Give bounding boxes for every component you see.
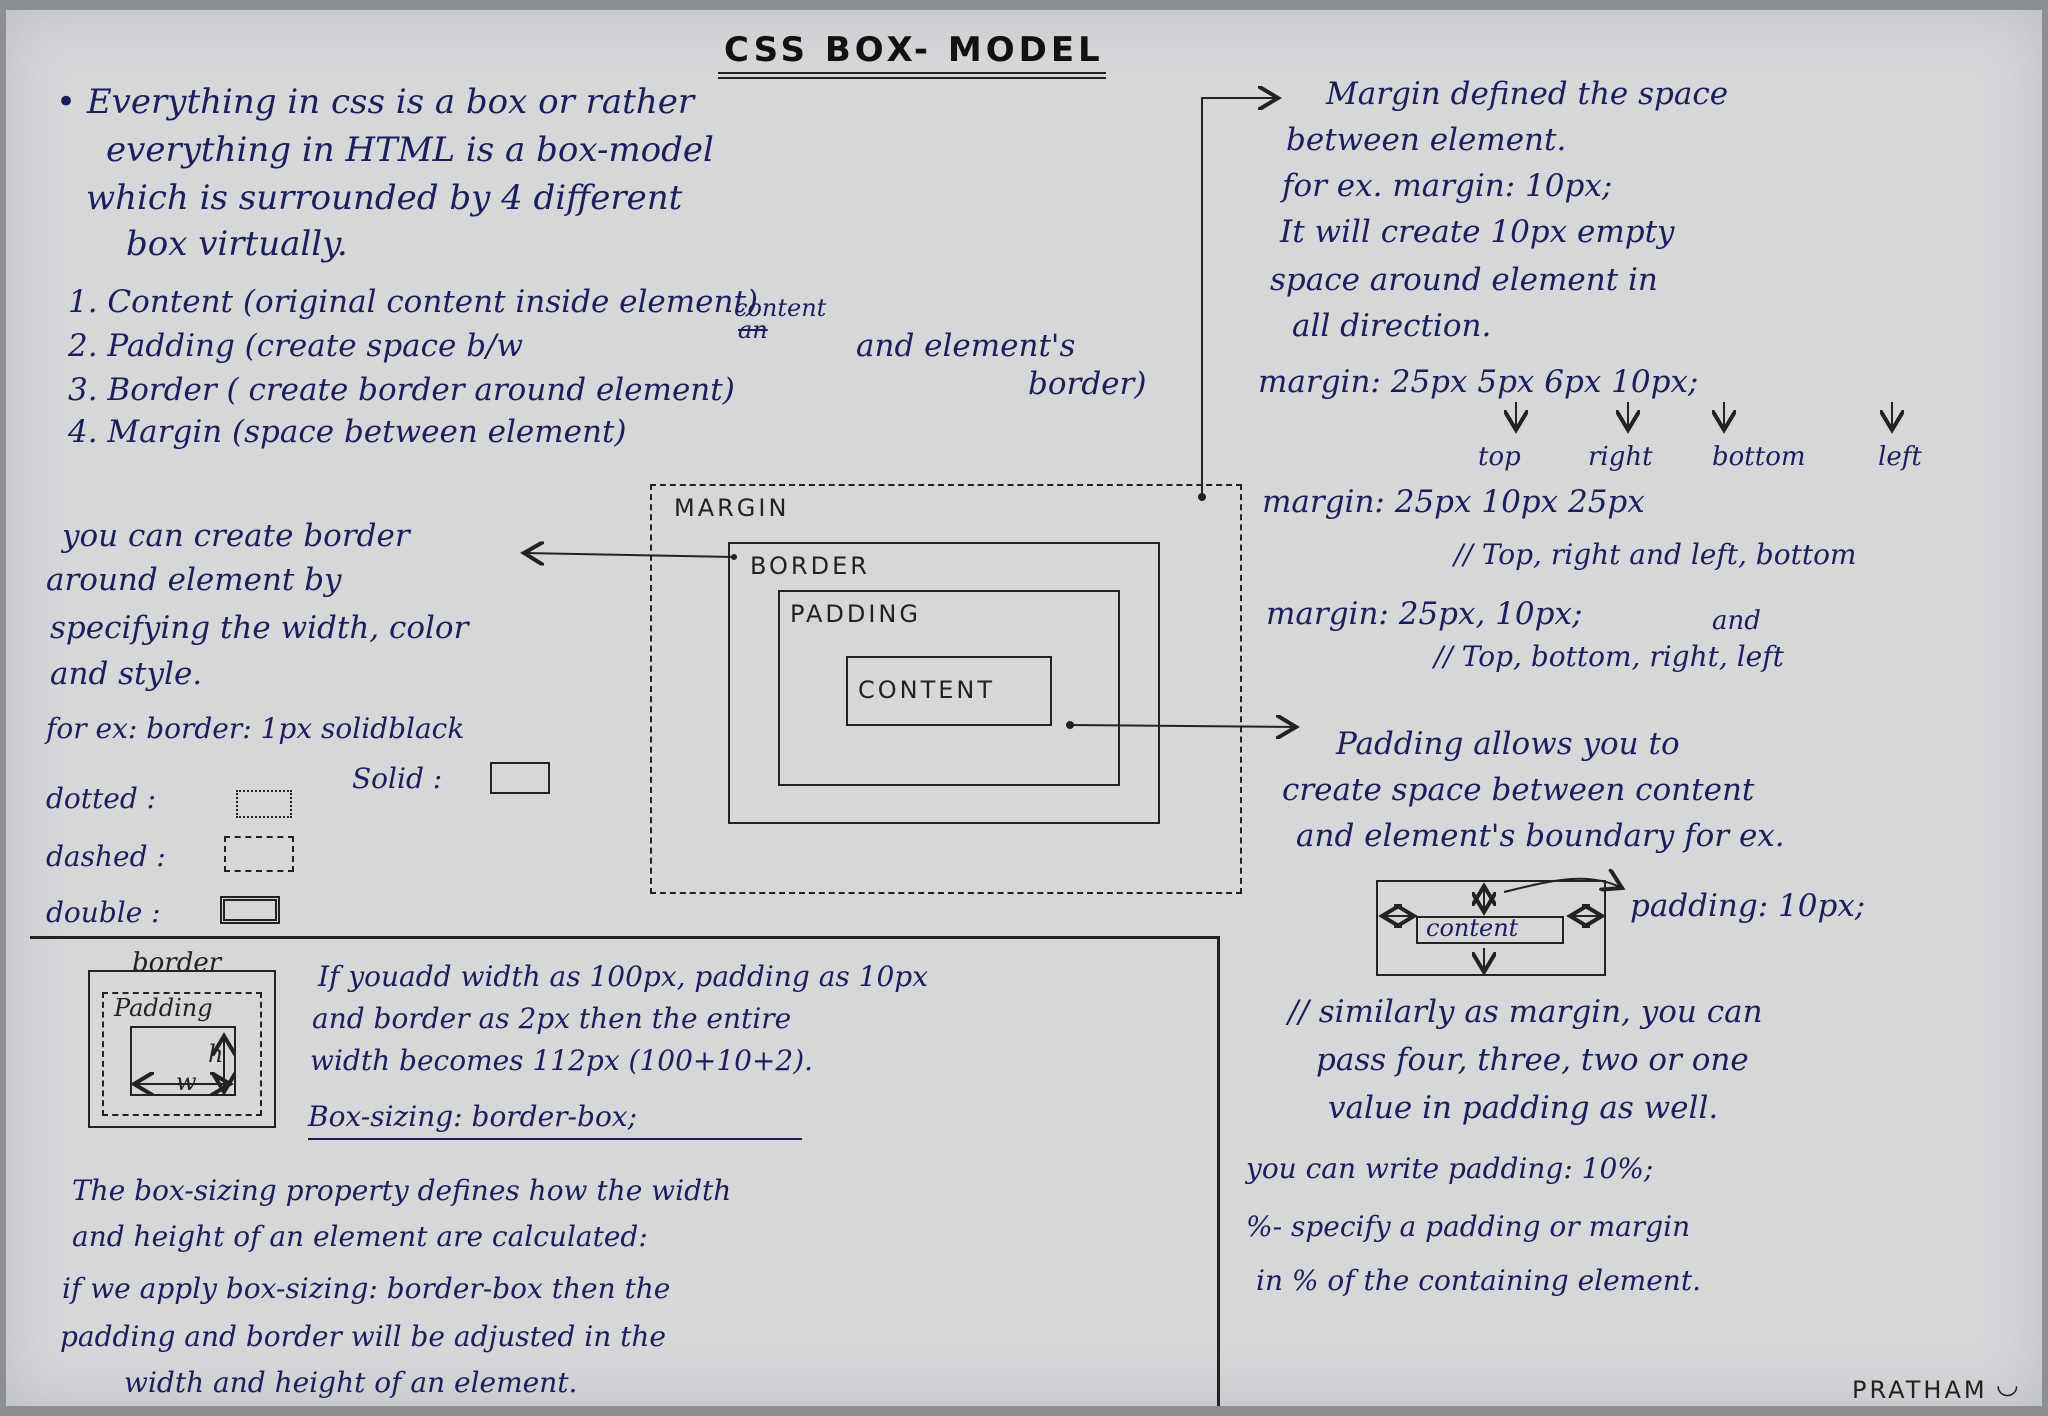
intro-line: everything in HTML is a box-model: [106, 130, 714, 170]
dashed-swatch: [224, 836, 294, 872]
list-item: 1. Content (original content inside elem…: [68, 284, 759, 320]
intro-line: box virtually.: [126, 224, 348, 264]
padding-example-content: content: [1426, 914, 1519, 942]
box-sizing-panel: [30, 936, 1220, 1406]
margin-example-2: margin: 25px 10px 25px: [1262, 484, 1645, 520]
border-arrow: [524, 553, 735, 557]
mini-padding-label: Padding: [114, 994, 213, 1022]
margin-note: between element.: [1286, 122, 1567, 158]
intro-line: which is surrounded by 4 different: [86, 178, 683, 218]
list-item: 3. Border ( create border around element…: [68, 372, 735, 408]
side-left: left: [1878, 442, 1922, 472]
padding-more: %- specify a padding or margin: [1246, 1210, 1691, 1243]
mini-w-label: w: [176, 1068, 197, 1096]
style-double-label: double :: [46, 896, 161, 929]
margin-example-1: margin: 25px 5px 6px 10px;: [1258, 364, 1699, 400]
title-underline: [718, 72, 1106, 74]
padding-example-inner: [1416, 916, 1564, 944]
margin-note: space around element in: [1270, 262, 1658, 298]
side-bottom: bottom: [1712, 442, 1806, 472]
margin-note: all direction.: [1292, 308, 1492, 344]
smiley-icon: ◡: [1996, 1370, 2019, 1400]
padding-arrow: [1069, 725, 1296, 727]
intro-line: • Everything in css is a box or rather: [56, 82, 695, 122]
strike-word: an: [738, 316, 768, 344]
title-underline: [718, 77, 1106, 79]
box-sizing-para: if we apply box-sizing: border-box then …: [62, 1272, 671, 1305]
box-sizing-para: and height of an element are calculated:: [72, 1220, 648, 1253]
mini-padding-box: [102, 992, 262, 1116]
content-label: CONTENT: [858, 676, 996, 704]
margin-box: [650, 484, 1242, 894]
padding-more: you can write padding: 10%;: [1246, 1152, 1654, 1185]
margin-note: It will create 10px empty: [1280, 214, 1675, 250]
padding-box: [778, 590, 1120, 786]
notes-sheet: CSS BOX- MODEL • Everything in css is a …: [6, 10, 2042, 1406]
padding-more: value in padding as well.: [1328, 1090, 1719, 1126]
dotted-swatch: [236, 790, 292, 818]
style-solid-label: Solid :: [352, 762, 443, 795]
style-dotted-label: dotted :: [46, 782, 157, 815]
border-box: [728, 542, 1160, 824]
mini-border-box: [88, 970, 276, 1128]
box-sizing-code: Box-sizing: border-box;: [308, 1100, 638, 1133]
margin-note: Margin defined the space: [1326, 76, 1729, 112]
margin-example-3: margin: 25px, 10px;: [1266, 596, 1583, 632]
padding-note: and element's boundary for ex.: [1296, 818, 1785, 854]
list-item: 4. Margin (space between element): [68, 414, 627, 450]
margin-label: MARGIN: [674, 494, 790, 522]
box-sizing-para: width and height of an element.: [124, 1366, 578, 1399]
list-item: 2. Padding (create space b/w: [68, 328, 524, 364]
mini-content-box: [130, 1026, 236, 1096]
border-label: BORDER: [750, 552, 870, 580]
margin-note: for ex. margin: 10px;: [1282, 168, 1613, 204]
content-box: [846, 656, 1052, 726]
box-sizing-line: width becomes 112px (100+10+2).: [310, 1044, 814, 1077]
box-sizing-line: and border as 2px then the entire: [312, 1002, 792, 1035]
border-note: and style.: [50, 656, 203, 692]
solid-swatch: [490, 762, 550, 794]
list-item: and element's: [856, 328, 1076, 364]
padding-more: in % of the containing element.: [1256, 1264, 1701, 1297]
margin-example-3-and: and: [1712, 606, 1761, 636]
margin-example-3-note: // Top, bottom, right, left: [1434, 640, 1784, 673]
list-item: border): [1028, 366, 1147, 402]
insert-word: content: [734, 294, 827, 322]
box-sizing-para: The box-sizing property defines how the …: [72, 1174, 732, 1207]
box-sizing-para: padding and border will be adjusted in t…: [60, 1320, 666, 1353]
padding-more: pass four, three, two or one: [1316, 1042, 1749, 1078]
style-dashed-label: dashed :: [46, 840, 166, 873]
code-underline: [308, 1138, 802, 1140]
side-right: right: [1588, 442, 1653, 472]
box-sizing-line: If youadd width as 100px, padding as 10p…: [318, 960, 929, 993]
padding-more: // similarly as margin, you can: [1288, 994, 1763, 1030]
padding-note: create space between content: [1282, 772, 1755, 808]
mini-border-label: border: [132, 948, 222, 978]
double-swatch: [220, 896, 280, 924]
margin-example-2-note: // Top, right and left, bottom: [1454, 538, 1857, 571]
border-example: for ex: border: 1px solidblack: [46, 712, 465, 745]
border-note: specifying the width, color: [50, 610, 469, 646]
padding-example-code: padding: 10px;: [1630, 888, 1866, 924]
side-top: top: [1478, 442, 1521, 472]
padding-label: PADDING: [790, 600, 921, 628]
signature: PRATHAM: [1852, 1376, 1988, 1404]
page-title: CSS BOX- MODEL: [724, 30, 1104, 70]
border-note: around element by: [46, 562, 342, 598]
connector-arrows: [6, 10, 2042, 1406]
border-note: you can create border: [62, 518, 410, 554]
margin-arrow: [1201, 98, 1278, 497]
padding-note: Padding allows you to: [1336, 726, 1680, 762]
